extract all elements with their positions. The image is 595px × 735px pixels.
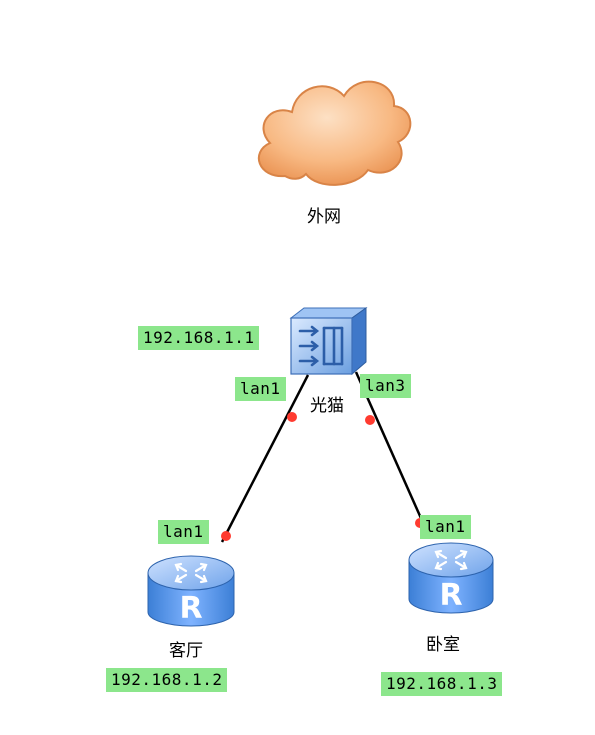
cloud-icon [258,80,412,186]
router-bedroom-ip-tag: 192.168.1.3 [381,672,503,696]
svg-text:R: R [439,578,462,613]
router-living-icon: R [147,555,235,627]
link-modem-living [220,374,310,543]
modem-ip-tag: 192.168.1.1 [138,326,260,350]
router-bedroom-label: 卧室 [426,635,460,655]
router-living-port-tag: lan1 [158,520,209,544]
router-living-label: 客厅 [169,641,203,661]
router-bedroom-icon: R [408,542,494,614]
endpoint-living-lan1 [221,531,231,541]
modem-port-lan1-tag: lan1 [235,377,286,401]
endpoint-modem-lan3 [365,415,375,425]
modem-icon [289,307,368,376]
router-living-ip-tag: 192.168.1.2 [106,668,228,692]
router-bedroom-port-tag: lan1 [420,515,471,539]
modem-label: 光猫 [310,396,344,416]
endpoint-modem-lan1 [287,412,297,422]
modem-port-lan3-tag: lan3 [360,374,411,398]
internet-label: 外网 [307,207,341,227]
svg-text:R: R [179,591,202,626]
